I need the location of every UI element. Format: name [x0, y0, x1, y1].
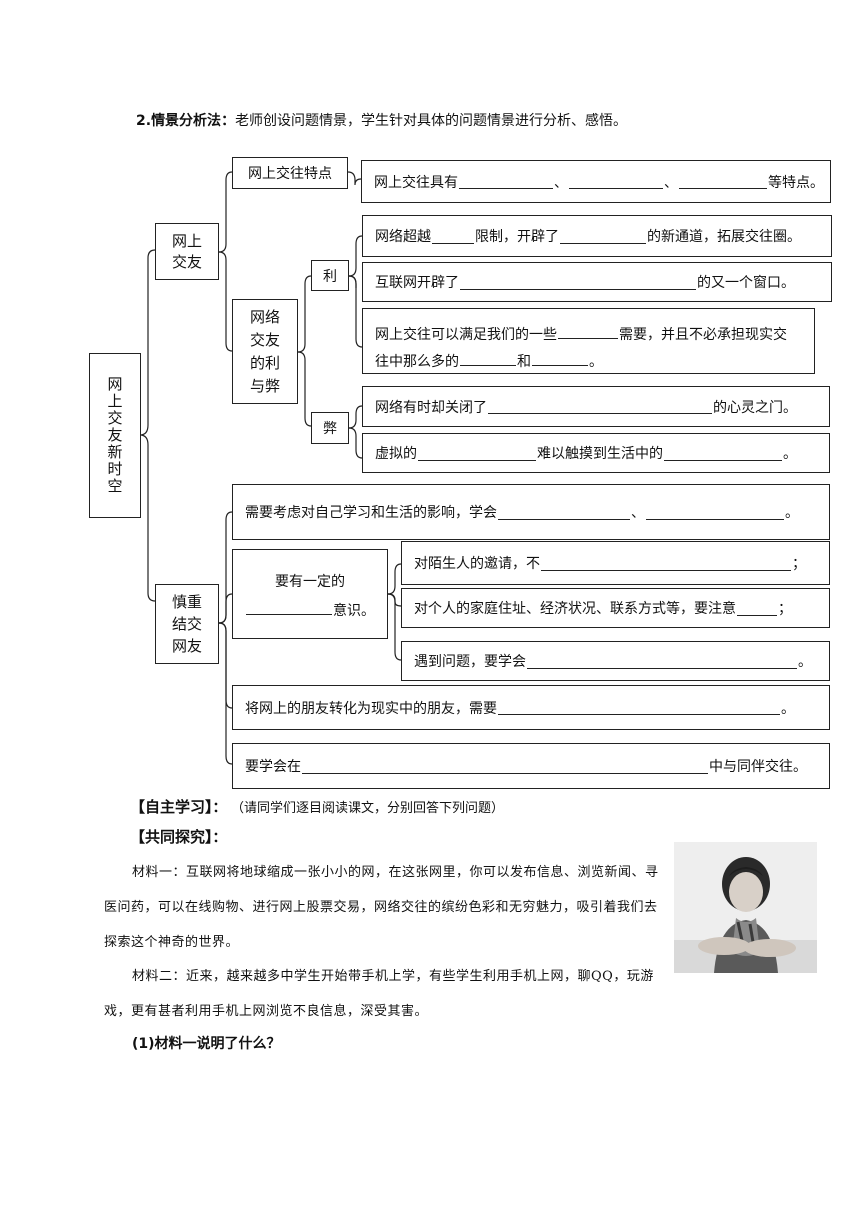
node-features-label: 网上交往特点 — [248, 163, 332, 183]
safety-line-1: 要有一定的 — [233, 568, 387, 597]
explore-colon: ： — [213, 830, 227, 846]
blank[interactable] — [558, 324, 618, 339]
student-photo — [674, 842, 817, 973]
material-1: 材料一：互联网将地球缩成一张小小的网，在这张网里，你可以发布信息、浏览新闻、寻医… — [104, 855, 664, 960]
explore-title: 【共同探究】 — [130, 828, 213, 846]
con2-text-c: 。 — [783, 443, 797, 463]
careful1-text-b: 、 — [631, 502, 645, 522]
root-node: 网上交友新时空 — [89, 353, 141, 518]
blank[interactable] — [418, 446, 536, 461]
question-1-text: (1)材料一说明了什么？ — [132, 1036, 281, 1052]
pro-row-2: 互联网开辟了 的又一个窗口。 — [362, 262, 832, 302]
node-pros: 利 — [311, 260, 349, 291]
blank[interactable] — [488, 399, 712, 414]
pro3-text-b: 需要，并且不必承担现实交 — [619, 327, 787, 343]
explore-line: 【共同探究】： — [130, 826, 227, 847]
features-text-a: 网上交往具有 — [374, 172, 458, 192]
node-cons: 弊 — [311, 412, 349, 444]
blank[interactable] — [459, 174, 553, 189]
root-label: 网上交友新时空 — [105, 376, 126, 495]
features-text-b: 等特点。 — [768, 172, 824, 192]
node-careful: 慎重结交网友 — [155, 584, 219, 664]
con1-text-b: 的心灵之门。 — [713, 397, 797, 417]
pro3-line-1: 网上交往可以满足我们的一些 需要，并且不必承担现实交 — [375, 322, 814, 349]
pro1-text-a: 网络超越 — [375, 226, 431, 246]
careful4-text-a: 要学会在 — [245, 756, 301, 776]
con2-text-b: 难以触摸到生活中的 — [537, 443, 663, 463]
node-safety: 要有一定的 意识。 — [232, 549, 388, 639]
blank[interactable] — [532, 351, 588, 366]
blank[interactable] — [498, 505, 630, 520]
blank[interactable] — [460, 351, 516, 366]
pro3-line-2: 往中那么多的 和 。 — [375, 349, 814, 376]
pro-row-3: 网上交往可以满足我们的一些 需要，并且不必承担现实交 往中那么多的 和 。 — [362, 308, 815, 374]
careful1-text-c: 。 — [785, 502, 799, 522]
safety3-text-b: 。 — [798, 651, 812, 671]
blank[interactable] — [560, 229, 646, 244]
blank[interactable] — [302, 759, 708, 774]
blank[interactable] — [498, 700, 780, 715]
careful-row-4: 要学会在 中与同伴交往。 — [232, 743, 830, 789]
pro2-text-a: 互联网开辟了 — [375, 272, 459, 292]
blank[interactable] — [679, 174, 767, 189]
safety-row-2: 对个人的家庭住址、经济状况、联系方式等，要注意 ； — [401, 588, 830, 628]
pro-row-1: 网络超越 限制，开辟了 的新通道，拓展交往圈。 — [362, 215, 832, 257]
blank[interactable] — [664, 446, 782, 461]
self-study-line: 【自主学习】： （请同学们逐目阅读课文，分别回答下列问题） — [130, 796, 504, 817]
con1-text-a: 网络有时却关闭了 — [375, 397, 487, 417]
pro1-text-b: 限制，开辟了 — [475, 226, 559, 246]
material-2-text: 材料二：近来，越来越多中学生开始带手机上学，有些学生利用手机上网，聊QQ，玩游戏… — [104, 969, 654, 1019]
pro3-text-e: 。 — [589, 354, 603, 370]
blank[interactable] — [541, 556, 791, 571]
self-study-colon: ： — [213, 800, 227, 816]
node-online-friends-label: 网上交友 — [171, 231, 203, 273]
safety-text: 意识。 — [333, 603, 375, 619]
features-sep-2: 、 — [664, 172, 678, 192]
blank[interactable] — [737, 601, 777, 616]
safety2-text-b: ； — [778, 598, 792, 618]
safety-row-1: 对陌生人的邀请，不 ； — [401, 541, 830, 585]
pro3-text-a: 网上交往可以满足我们的一些 — [375, 327, 557, 343]
blank[interactable] — [569, 174, 663, 189]
careful-row-1: 需要考虑对自己学习和生活的影响，学会 、 。 — [232, 484, 830, 540]
blank[interactable] — [527, 654, 797, 669]
node-online-friends: 网上交友 — [155, 223, 219, 280]
question-1: (1)材料一说明了什么？ — [132, 1033, 281, 1053]
blank[interactable] — [460, 275, 696, 290]
careful1-text-a: 需要考虑对自己学习和生活的影响，学会 — [245, 502, 497, 522]
con-row-1: 网络有时却关闭了 的心灵之门。 — [362, 386, 830, 427]
material-1-text: 材料一：互联网将地球缩成一张小小的网，在这张网里，你可以发布信息、浏览新闻、寻医… — [104, 865, 659, 950]
careful4-text-b: 中与同伴交往。 — [709, 756, 807, 776]
safety3-text-a: 遇到问题，要学会 — [414, 651, 526, 671]
pro1-text-c: 的新通道，拓展交往圈。 — [647, 226, 801, 246]
careful3-text-a: 将网上的朋友转化为现实中的朋友，需要 — [245, 698, 497, 718]
self-study-note: （请同学们逐目阅读课文，分别回答下列问题） — [231, 801, 504, 816]
safety1-text-a: 对陌生人的邀请，不 — [414, 553, 540, 573]
safety1-text-b: ； — [792, 553, 806, 573]
con-row-2: 虚拟的 难以触摸到生活中的 。 — [362, 433, 830, 473]
node-pros-cons-label: 网络交友的利与弊 — [249, 306, 281, 398]
features-row: 网上交往具有 、 、 等特点。 — [361, 160, 831, 203]
safety2-text-a: 对个人的家庭住址、经济状况、联系方式等，要注意 — [414, 598, 736, 618]
node-features: 网上交往特点 — [232, 157, 348, 189]
careful3-text-b: 。 — [781, 698, 795, 718]
node-cons-label: 弊 — [323, 418, 337, 438]
node-pros-label: 利 — [323, 266, 337, 286]
pro3-text-c: 往中那么多的 — [375, 354, 459, 370]
node-careful-label: 慎重结交网友 — [171, 591, 203, 657]
pro2-text-b: 的又一个窗口。 — [697, 272, 795, 292]
con2-text-a: 虚拟的 — [375, 443, 417, 463]
safety-line-2: 意识。 — [233, 597, 387, 626]
pro3-text-d: 和 — [517, 354, 531, 370]
blank[interactable] — [646, 505, 784, 520]
node-pros-cons: 网络交友的利与弊 — [232, 299, 298, 404]
self-study-title: 【自主学习】 — [130, 798, 213, 816]
blank[interactable] — [432, 229, 474, 244]
material-2: 材料二：近来，越来越多中学生开始带手机上学，有些学生利用手机上网，聊QQ，玩游戏… — [104, 959, 664, 1029]
safety-row-3: 遇到问题，要学会 。 — [401, 641, 830, 681]
careful-row-3: 将网上的朋友转化为现实中的朋友，需要 。 — [232, 685, 830, 730]
student-photo-graphic — [674, 842, 817, 973]
features-sep-1: 、 — [554, 172, 568, 192]
blank[interactable] — [246, 600, 332, 615]
